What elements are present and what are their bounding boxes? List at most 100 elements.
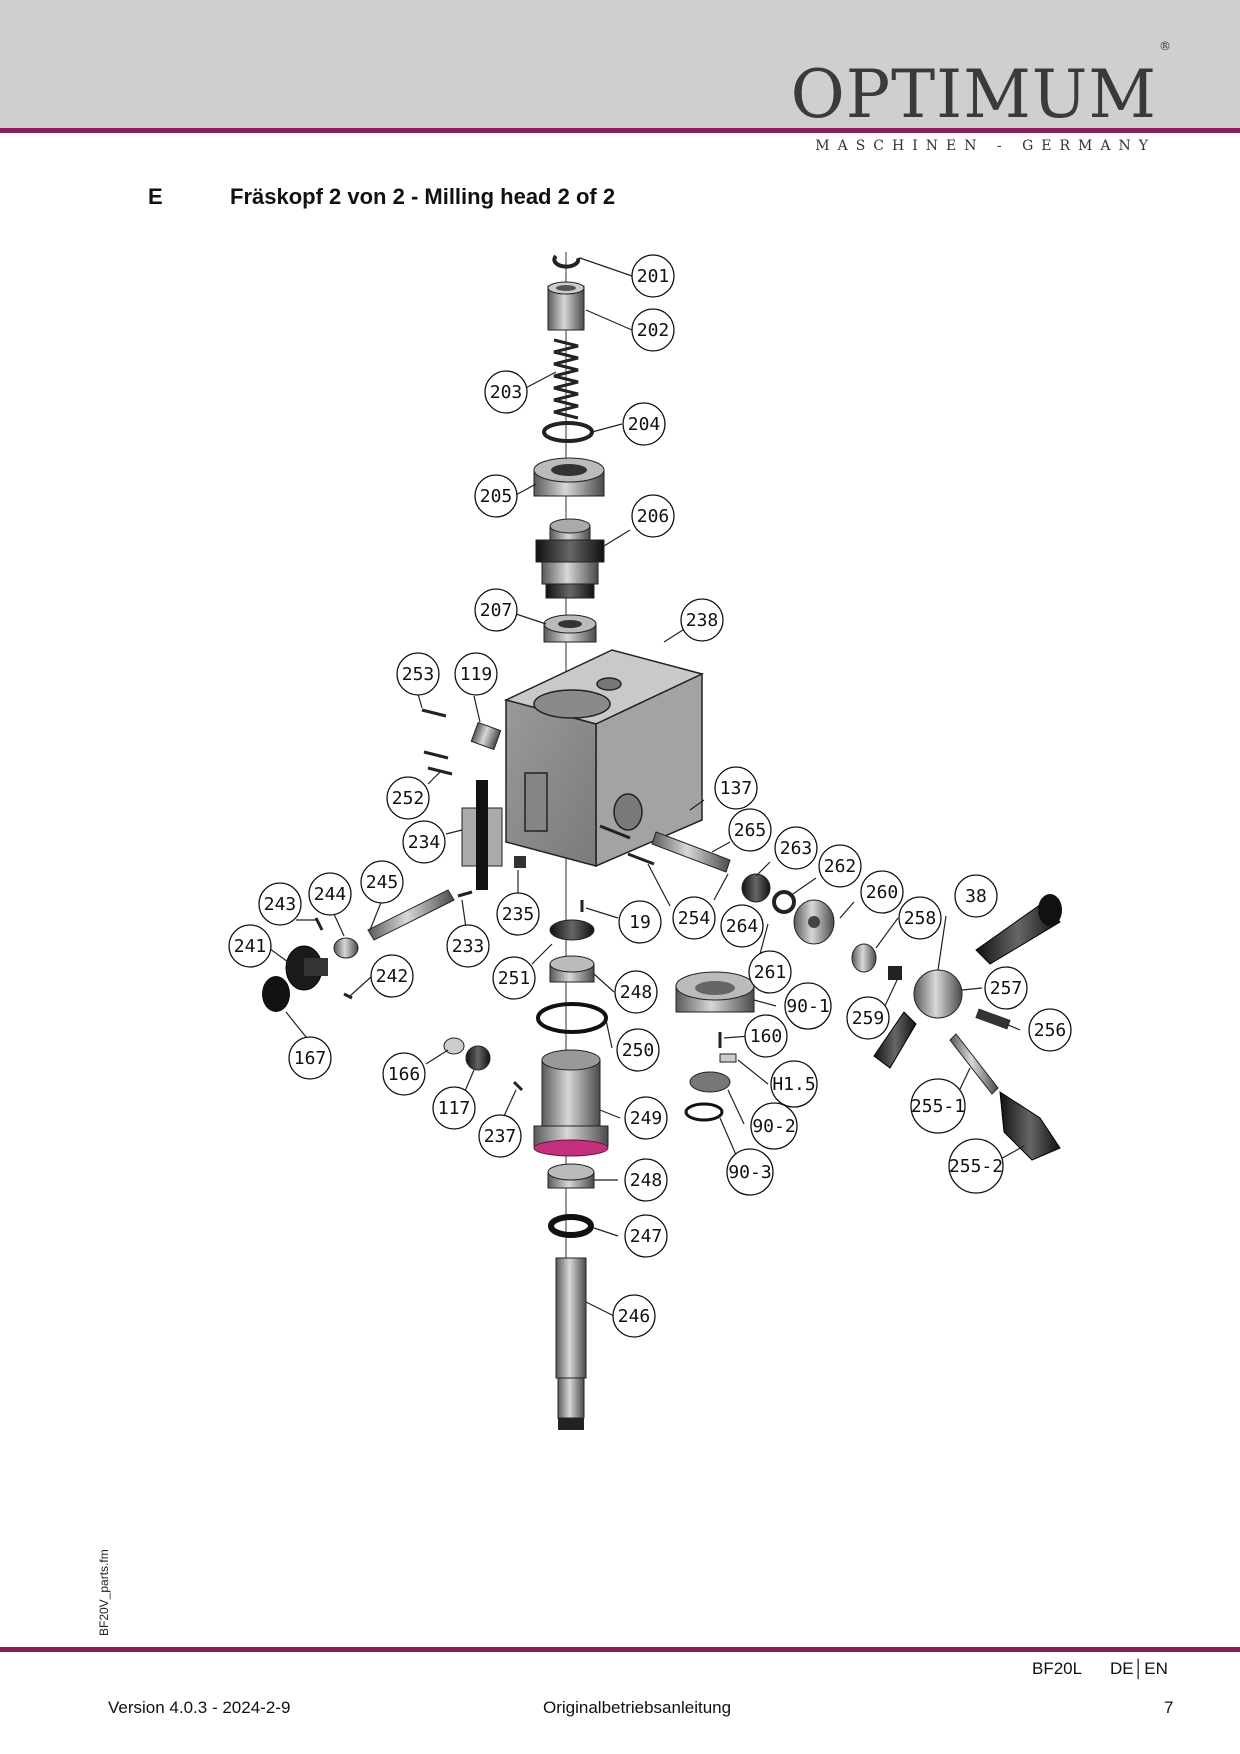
part-235-key [514,856,526,868]
svg-text:247: 247 [630,1226,663,1247]
section-title: Fräskopf 2 von 2 - Milling head 2 of 2 [230,184,616,209]
svg-text:248: 248 [630,1170,663,1191]
callout-255-2: 255-2 [948,1138,1004,1194]
part-233-screw [457,890,473,898]
part-90-1-collar [675,971,755,1013]
svg-text:234: 234 [408,832,441,853]
callout-243: 243 [258,882,302,926]
svg-text:235: 235 [502,904,535,925]
svg-text:205: 205 [480,486,513,507]
callout-19: 19 [618,900,662,944]
footer-rule [0,1647,1240,1652]
machine-model: BF20L [1032,1659,1083,1678]
part-handle-lower [873,1011,917,1069]
part-262-washer [772,890,796,914]
manual-type: Originalbetriebsanleitung [543,1698,732,1717]
part-263-bearing [741,873,771,903]
source-file-label: BF20V_parts.fm [97,1549,111,1636]
svg-text:166: 166 [388,1064,421,1085]
svg-text:238: 238 [686,610,719,631]
svg-text:251: 251 [498,968,531,989]
callout-256: 256 [1028,1008,1072,1052]
svg-text:204: 204 [628,414,661,435]
callout-248-upper: 248 [614,970,658,1014]
callout-265: 265 [728,808,772,852]
callout-255-1: 255-1 [910,1078,966,1134]
callout-250: 250 [616,1028,660,1072]
version-text: Version 4.0.3 - 2024-2-9 [108,1698,291,1717]
header-band [0,0,1240,128]
callout-244: 244 [308,872,352,916]
part-202-bushing [547,281,585,331]
part-247-ring [548,1214,594,1238]
part-242-screw [343,992,353,1000]
part-246-spindle [555,1257,587,1430]
svg-text:244: 244 [314,884,347,905]
svg-text:90-2: 90-2 [752,1116,795,1137]
svg-text:265: 265 [734,820,767,841]
part-238-housing [503,649,705,868]
callout-257: 257 [984,966,1028,1010]
svg-text:252: 252 [392,788,425,809]
svg-text:167: 167 [294,1048,327,1069]
callout-262: 262 [818,844,862,888]
callout-247: 247 [624,1214,668,1258]
part-167-cap [262,976,290,1012]
svg-text:203: 203 [490,382,523,403]
part-251-ring [549,919,595,941]
svg-text:254: 254 [678,908,711,929]
callout-237: 237 [478,1114,522,1158]
callout-38: 38 [954,874,998,918]
callout-201: 201 [631,254,675,298]
svg-text:249: 249 [630,1108,663,1129]
part-h1-5-pin [719,1053,737,1063]
part-206-sleeve [535,518,605,599]
callout-238: 238 [680,598,724,642]
part-203-spring [553,338,579,420]
callout-203: 203 [484,370,528,414]
callout-242: 242 [370,954,414,998]
part-117-gear [465,1045,491,1071]
callout-249: 249 [624,1096,668,1140]
part-204-ring [542,421,594,443]
callout-202: 202 [631,308,675,352]
svg-text:206: 206 [637,506,670,527]
brand-logo: OPTIMUM® [790,39,1172,133]
svg-text:250: 250 [622,1040,655,1061]
svg-text:242: 242 [376,966,409,987]
leader-lines [265,257,1025,1317]
callout-234: 234 [402,820,446,864]
part-254-screws [599,824,655,866]
svg-text:90-1: 90-1 [786,996,829,1017]
callout-167: 167 [288,1036,332,1080]
callout-254: 254 [672,896,716,940]
callout-137: 137 [714,766,758,810]
page-number: 7 [1164,1698,1174,1717]
callout-90-2: 90-2 [750,1102,798,1150]
callout-248-lower: 248 [624,1158,668,1202]
part-119-bushing [470,721,502,751]
callout-160: 160 [744,1014,788,1058]
callout-205: 205 [474,474,518,518]
part-249-quill [533,1049,609,1157]
svg-text:262: 262 [824,856,857,877]
part-234-gib [461,780,503,890]
svg-text:259: 259 [852,1008,885,1029]
part-256-screw [975,1008,1011,1030]
part-237-screw [512,1080,524,1092]
svg-text:261: 261 [754,962,787,983]
callout-259: 259 [846,996,890,1040]
callout-245: 245 [360,860,404,904]
part-205-bearing [533,457,605,497]
svg-text:237: 237 [484,1126,517,1147]
svg-text:201: 201 [637,266,670,287]
callout-90-3: 90-3 [726,1148,774,1196]
svg-text:117: 117 [438,1098,471,1119]
language-indicator: DE│EN [1110,1659,1168,1678]
part-201-circlip [552,254,581,269]
svg-text:243: 243 [264,894,297,915]
svg-text:255-2: 255-2 [949,1156,1003,1177]
svg-text:137: 137 [720,778,753,799]
svg-text:19: 19 [629,912,651,933]
